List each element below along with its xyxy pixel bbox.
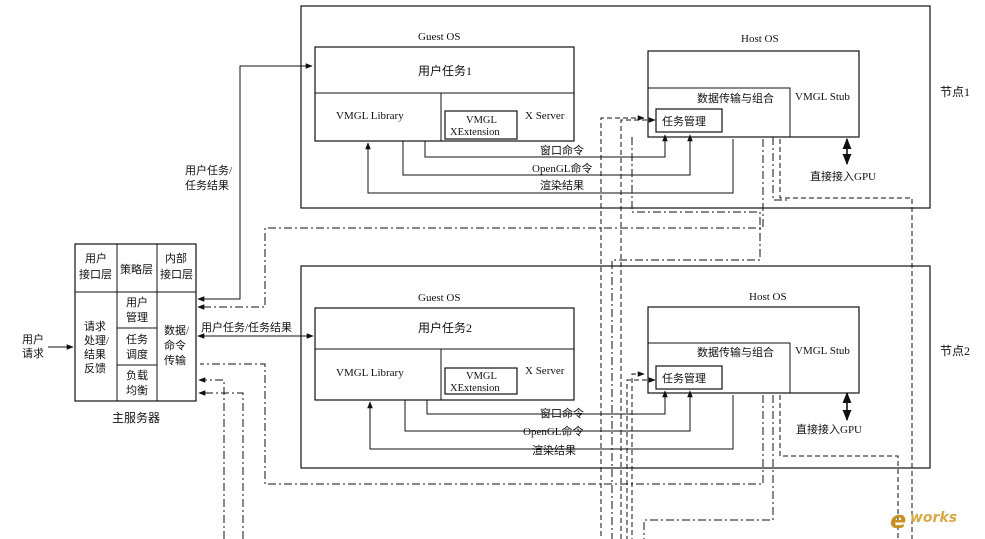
load-balancing-l1: 负载 xyxy=(126,368,148,382)
data-command-l2: 命令 xyxy=(164,338,186,352)
link-top-l1: 用户任务/ xyxy=(185,163,233,177)
node2-vmgl-library: VMGL Library xyxy=(336,367,404,379)
policy-layer: 策略层 xyxy=(120,262,153,276)
request-processing-l3: 结果 xyxy=(84,348,106,361)
node1-gpu-access: 直接接入GPU xyxy=(810,169,876,183)
node1-window-cmd: 窗口命令 xyxy=(540,143,584,157)
node1-task-mgmt xyxy=(655,108,723,133)
user-request-l1: 用户 xyxy=(22,332,44,346)
node1-user-task: 用户任务1 xyxy=(418,63,472,78)
user-management-l2: 管理 xyxy=(126,310,148,324)
node1-task-mgmt-label: 任务管理 xyxy=(662,114,706,128)
user-interface-layer-l2: 接口层 xyxy=(79,268,112,281)
link-top-l2: 任务结果 xyxy=(185,179,229,192)
node2-xext-line2: XExtension xyxy=(450,383,500,394)
link-mid-label: 用户任务/任务结果 xyxy=(201,320,292,334)
node1-label: 节点1 xyxy=(940,85,970,99)
node1-guest-os-box xyxy=(314,46,575,142)
node2-opengl-cmd: OpenGL命令 xyxy=(523,424,584,438)
node2-host-os-title: Host OS xyxy=(749,291,787,303)
request-processing-l1: 请求 xyxy=(84,320,106,333)
node1-opengl-cmd: OpenGL命令 xyxy=(532,161,593,175)
node2-task-mgmt xyxy=(655,365,723,390)
eworks-logo-text: works xyxy=(910,510,957,526)
main-server-box xyxy=(74,243,197,402)
node2-user-task: 用户任务2 xyxy=(418,320,472,335)
task-scheduling-l1: 任务 xyxy=(126,333,148,346)
node1-vmgl-xextension xyxy=(444,110,518,140)
user-management-l1: 用户 xyxy=(126,295,148,309)
node1-xext-line2: XExtension xyxy=(450,127,500,138)
node2-data-transfer: 数据传输与组合 xyxy=(697,345,774,359)
request-processing-l2: 处理/ xyxy=(84,334,110,347)
task-scheduling-l2: 调度 xyxy=(126,347,148,361)
node2-label: 节点2 xyxy=(940,344,970,358)
node2-vmgl-xextension xyxy=(444,367,518,395)
main-server-caption: 主服务器 xyxy=(112,410,160,425)
node2-gpu-access: 直接接入GPU xyxy=(796,422,862,436)
node1-vmgl-library: VMGL Library xyxy=(336,110,404,122)
data-command-l3: 传输 xyxy=(164,353,186,367)
node2-task-mgmt-label: 任务管理 xyxy=(662,371,706,385)
node2-host-os-box xyxy=(647,306,860,394)
node2-frame xyxy=(300,265,931,469)
node1-render-result: 渲染结果 xyxy=(540,178,584,192)
node2-render-result: 渲染结果 xyxy=(532,443,576,457)
node2-xserver: X Server xyxy=(525,365,565,377)
node1-vmgl-stub: VMGL Stub xyxy=(795,91,850,103)
node1-guest-os-title: Guest OS xyxy=(418,31,460,43)
node2-window-cmd: 窗口命令 xyxy=(540,406,584,420)
request-processing-l4: 反馈 xyxy=(84,362,106,375)
node2-xext-line1: VMGL xyxy=(466,371,497,382)
load-balancing-l2: 均衡 xyxy=(126,384,148,397)
user-request-l2: 请求 xyxy=(22,347,44,360)
node1-xext-line1: VMGL xyxy=(466,115,497,126)
node1-host-os-box xyxy=(647,50,860,138)
eworks-logo-e: e xyxy=(890,506,906,534)
node2-vmgl-stub: VMGL Stub xyxy=(795,345,850,357)
node1-host-os-title: Host OS xyxy=(741,33,779,45)
data-command-l1: 数据/ xyxy=(164,323,190,337)
node2-guest-os-box xyxy=(314,307,575,401)
user-interface-layer-l1: 用户 xyxy=(85,251,107,265)
node1-xserver: X Server xyxy=(525,110,565,122)
internal-interface-layer-l1: 内部 xyxy=(165,251,187,265)
node2-guest-os-title: Guest OS xyxy=(418,292,460,304)
internal-interface-layer-l2: 接口层 xyxy=(160,268,193,281)
node1-data-transfer: 数据传输与组合 xyxy=(697,91,774,105)
eworks-logo: e works xyxy=(890,506,957,534)
